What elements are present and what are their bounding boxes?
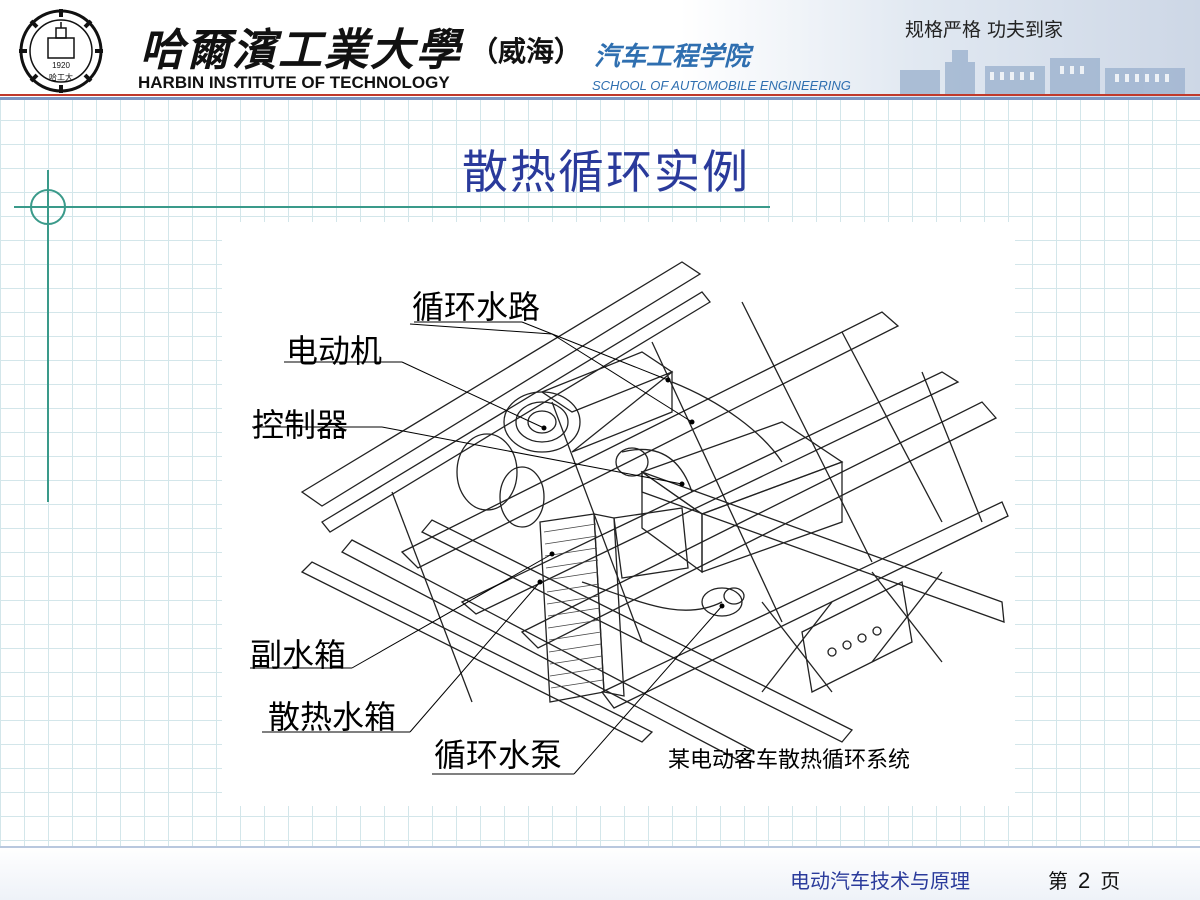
- decorative-crosshair: [14, 170, 770, 502]
- page-prefix: 第: [1048, 869, 1068, 893]
- label-radiator: 散热水箱: [268, 698, 397, 736]
- svg-text:哈工大: 哈工大: [49, 72, 73, 82]
- school-name-en: SCHOOL OF AUTOMOBILE ENGINEERING: [592, 78, 851, 93]
- label-expansion-tank: 副水箱: [250, 636, 347, 674]
- label-controller: 控制器: [252, 406, 349, 444]
- page-number: 2: [1078, 868, 1091, 893]
- school-name-cn: 汽车工程学院: [594, 42, 751, 72]
- course-name: 电动汽车技术与原理: [790, 869, 970, 893]
- university-name-en: HARBIN INSTITUTE OF TECHNOLOGY: [138, 73, 450, 92]
- label-water-pump: 循环水泵: [434, 736, 563, 774]
- footer-rule: [0, 846, 1200, 848]
- footer-band: [0, 846, 1200, 900]
- label-water-circuit: 循环水路: [412, 288, 541, 326]
- university-name-cn: 哈爾濱工業大學: [140, 25, 462, 76]
- campus-skyline-image: [900, 50, 1185, 96]
- figure-caption: 某电动客车散热循环系统: [668, 748, 911, 773]
- header-rule-red: [0, 94, 1200, 96]
- label-motor: 电动机: [286, 332, 383, 370]
- svg-text:1920: 1920: [52, 61, 70, 70]
- university-seal-icon: 1920 哈工大: [19, 9, 103, 93]
- university-motto: 规格严格 功夫到家: [905, 19, 1064, 41]
- chassis-drawing: [250, 261, 1009, 775]
- header-banner: 1920 哈工大 哈爾濱工業大學 （威海） 汽车工程学院 HARBIN INST…: [0, 0, 1200, 100]
- campus-name-cn: （威海）: [470, 35, 583, 68]
- header-rule-blue: [0, 97, 1200, 100]
- page-suffix: 页: [1100, 869, 1121, 893]
- cooling-system-figure: 循环水路 电动机 控制器 副水箱 散热水箱 循环水泵 某电动客车散热循环系统: [222, 222, 1015, 806]
- slide-title: 散热循环实例: [462, 145, 750, 199]
